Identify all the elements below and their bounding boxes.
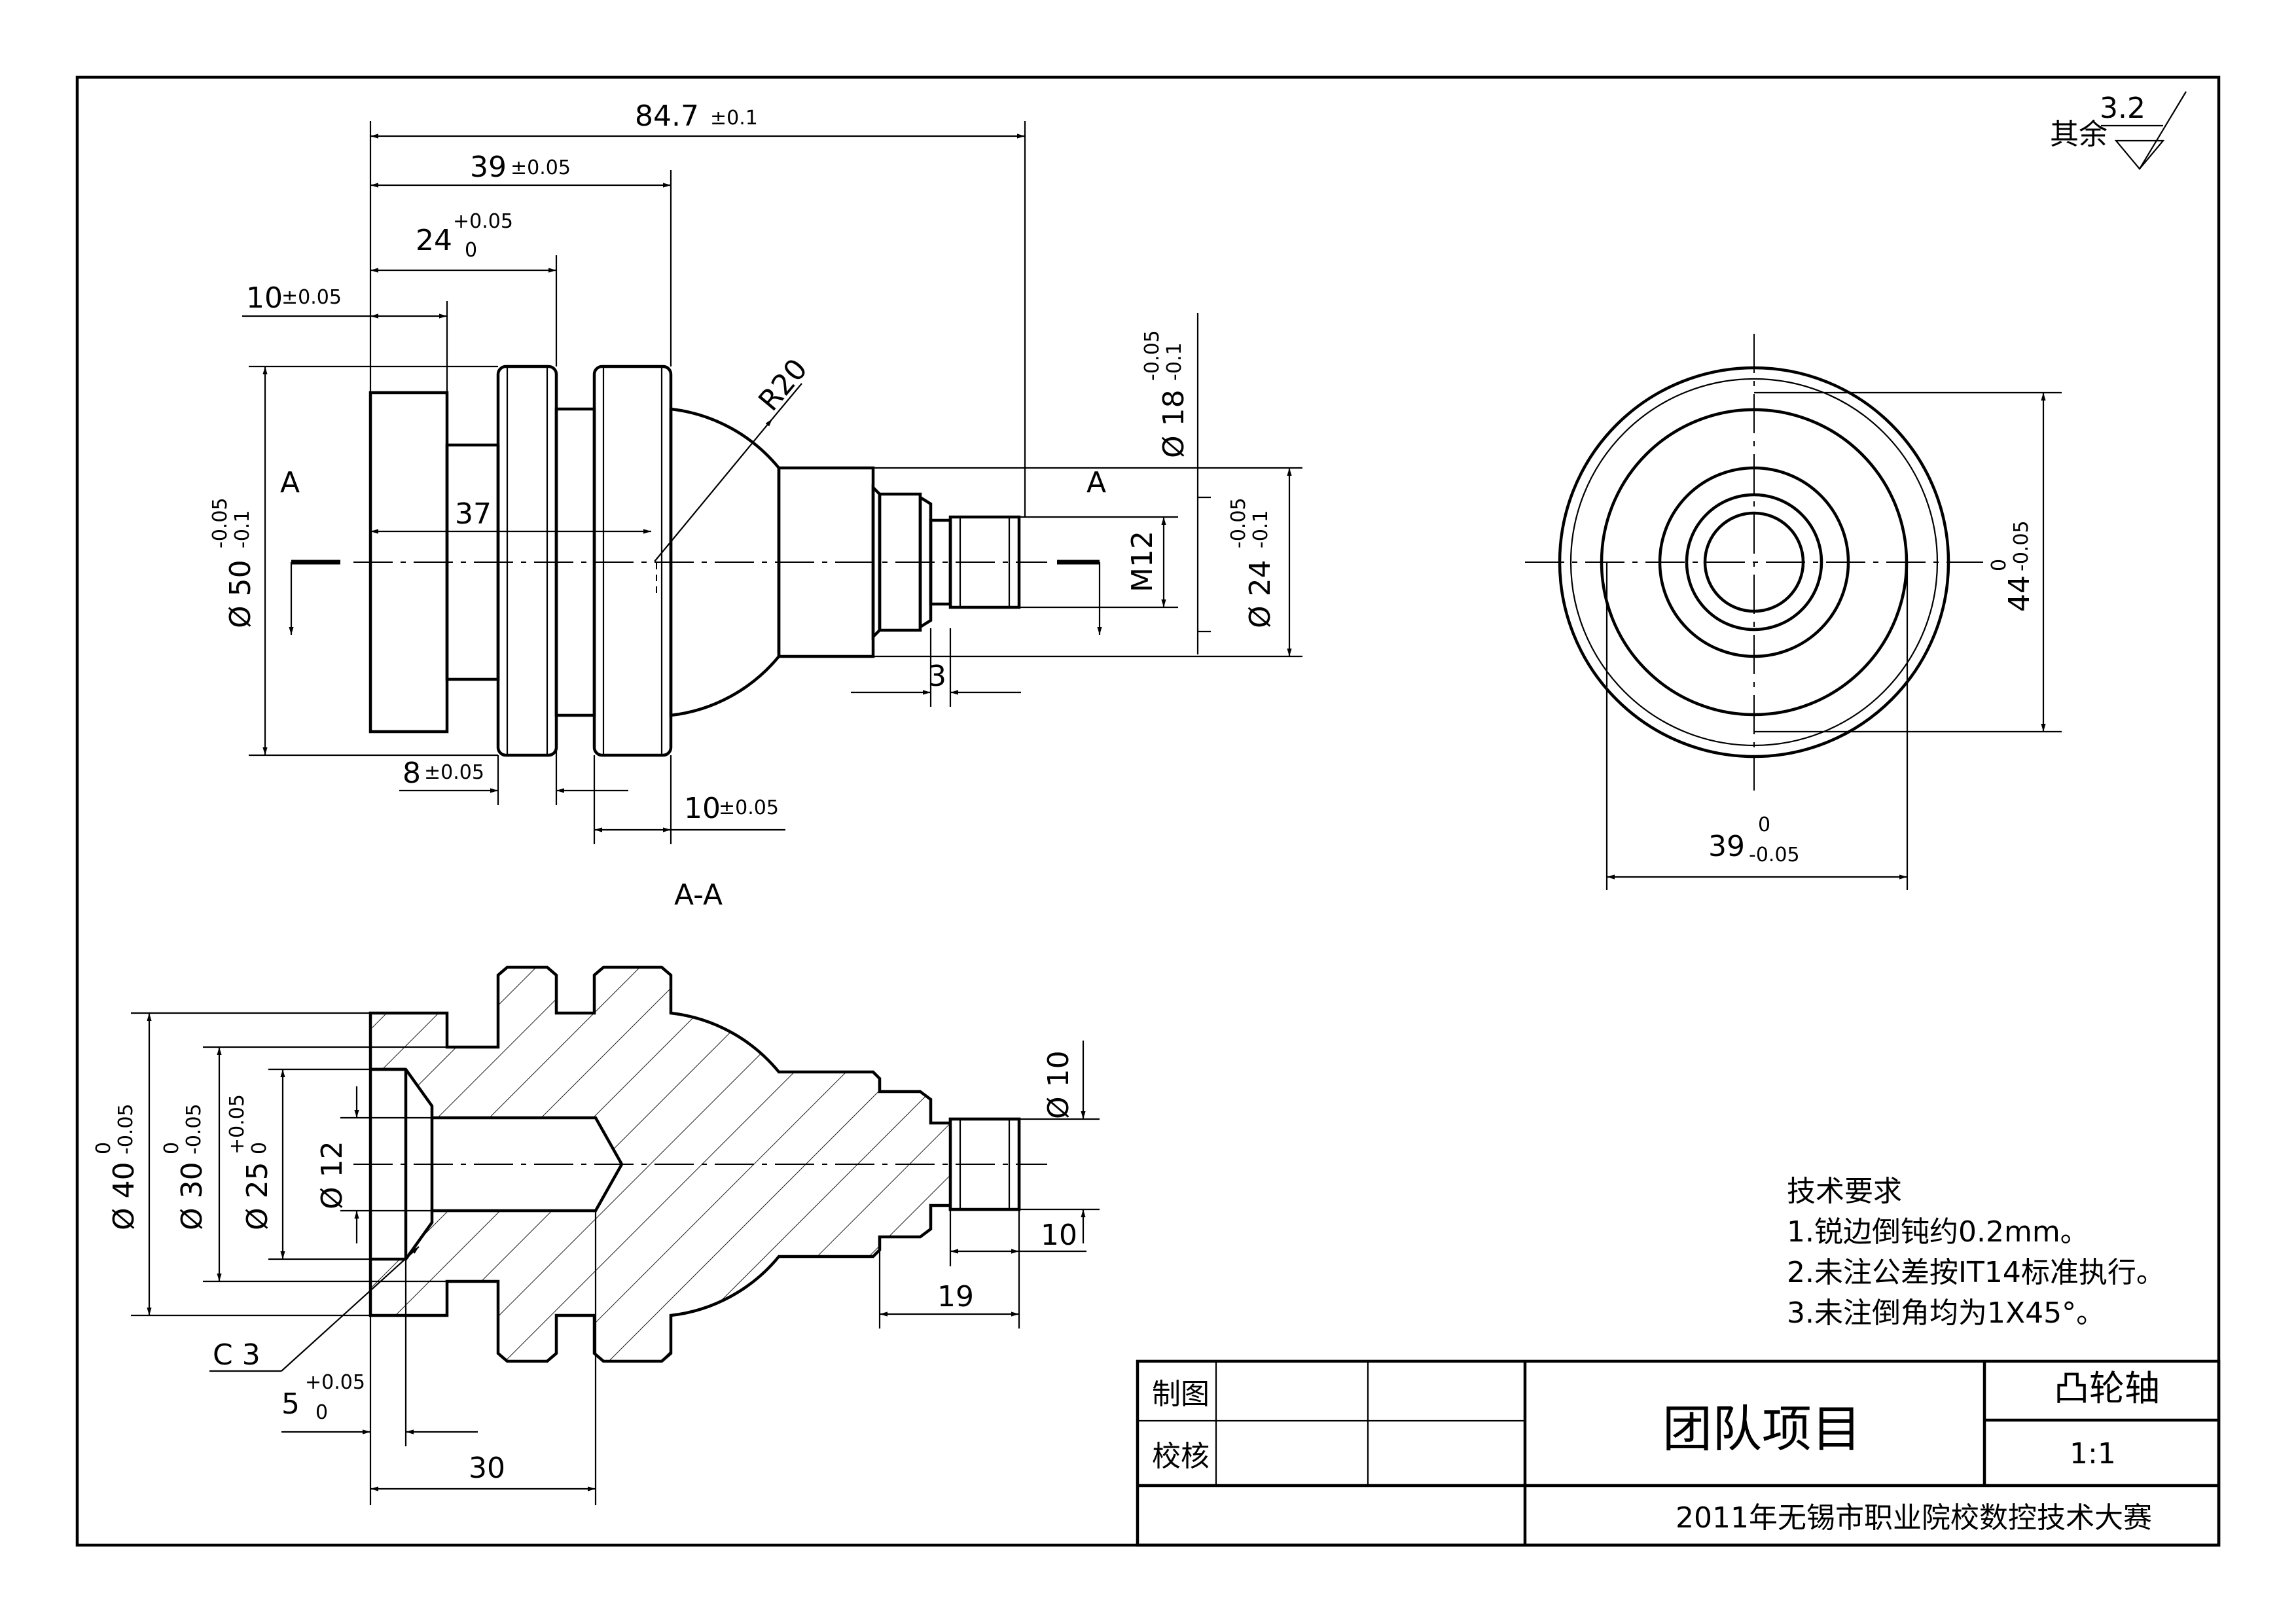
dim-phi24-tol-upper: -0.05 [1227,497,1250,548]
dim-5: 5 [281,1387,300,1421]
dim-39-side-tol-upper: 0 [1758,813,1770,836]
dim-10-section: 10 [1041,1219,1077,1252]
dim-39-side-tol-lower: -0.05 [1749,844,1800,866]
dim-phi50-tol-upper: -0.05 [209,497,232,548]
title-competition: 2011年无锡市职业院校数控技术大赛 [1676,1501,2152,1535]
dim-phi18-tol-upper: -0.05 [1141,330,1164,381]
tech-title: 技术要求 [1787,1175,1902,1208]
dim-phi25-tol-lower: 0 [248,1142,271,1154]
dim-phi30-tol-lower: -0.05 [183,1103,206,1154]
dim-8: 8 [403,757,421,790]
dim-phi30: Ø 30 [175,1162,209,1230]
dim-phi12: Ø 12 [315,1141,349,1209]
tech-item-3: 3.未注倒角均为1X45°。 [1787,1296,2105,1330]
dim-phi18-tol-lower: -0.1 [1163,342,1186,381]
section-view-label: A-A [674,878,723,912]
dim-overall-tol: ±0.1 [710,107,758,130]
dim-39: 39 [470,151,507,184]
tech-item-1: 1.锐边倒钝约0.2mm。 [1787,1215,2089,1249]
tech-item-2: 2.未注公差按IT14标准执行。 [1787,1256,2165,1289]
dim-overall-length: 84.7 [635,99,699,133]
dim-m12: M12 [1126,531,1159,592]
title-part-name: 凸轮轴 [2054,1368,2160,1409]
dim-phi10: Ø 10 [1042,1050,1075,1119]
dim-phi30-tol-upper: 0 [160,1142,183,1154]
dim-phi40-tol-upper: 0 [92,1142,115,1154]
dim-19: 19 [937,1280,974,1313]
dim-24-tol-lower: 0 [465,239,477,262]
dim-phi50-tol-lower: -0.1 [231,510,254,548]
dim-phi50: Ø 50 [224,560,257,628]
title-checked-label: 校核 [1152,1440,1210,1473]
dim-phi24-tol-lower: -0.1 [1249,510,1272,548]
dim-phi25-tol-upper: +0.05 [226,1094,249,1154]
dim-phi40: Ø 40 [107,1162,141,1230]
dim-39-tol: ±0.05 [511,156,571,179]
dim-c3: C 3 [213,1338,260,1372]
dim-5-tol-upper: +0.05 [305,1371,365,1394]
dim-phi40-tol-lower: -0.05 [115,1103,137,1154]
dim-24: 24 [416,224,452,257]
dim-24-tol-upper: +0.05 [453,210,513,233]
title-scale: 1:1 [2070,1437,2116,1471]
section-mark-left: A [280,466,300,499]
dim-r20: R20 [752,353,814,418]
roughness-symbol: 其余 3.2 [2050,91,2187,170]
section-mark-right: A [1086,466,1106,499]
dim-10-bottom: 10 [684,792,721,825]
dim-phi24: Ø 24 [1244,560,1277,628]
dim-8-tol: ±0.05 [424,761,484,784]
title-block: 制图 校核 团队项目 凸轮轴 1:1 2011年无锡市职业院校数控技术大赛 [1136,1359,2221,1547]
title-drawn-label: 制图 [1152,1378,1210,1411]
section-view: Ø 40 0 -0.05 Ø 30 0 -0.05 Ø 25 +0.05 0 Ø… [92,965,1100,1505]
dim-39-side: 39 [1708,830,1745,863]
front-view: A A 84.7 ±0.1 39 ±0.05 24 +0.05 0 10 ±0.… [209,99,1302,912]
dim-30: 30 [469,1452,505,1485]
roughness-value: 3.2 [2100,92,2145,125]
dim-phi25: Ø 25 [241,1162,274,1230]
dim-44-tol-upper: 0 [1988,559,2011,571]
side-view: 44 0 -0.05 39 0 -0.05 [1525,334,2062,890]
dim-5-tol-lower: 0 [315,1401,328,1424]
dim-phi18: Ø 18 [1157,389,1191,458]
dim-3: 3 [928,660,946,693]
tech-requirements: 技术要求 1.锐边倒钝约0.2mm。 2.未注公差按IT14标准执行。 3.未注… [1787,1175,2165,1330]
dim-10-bottom-tol: ±0.05 [719,796,779,819]
title-project: 团队项目 [1662,1400,1861,1458]
roughness-label: 其余 [2050,118,2108,151]
dim-44: 44 [2003,575,2036,612]
dim-10-top: 10 [246,281,283,315]
dim-44-tol-lower: -0.05 [2010,520,2033,571]
dim-37: 37 [455,497,492,531]
dim-10-top-tol: ±0.05 [281,286,342,309]
